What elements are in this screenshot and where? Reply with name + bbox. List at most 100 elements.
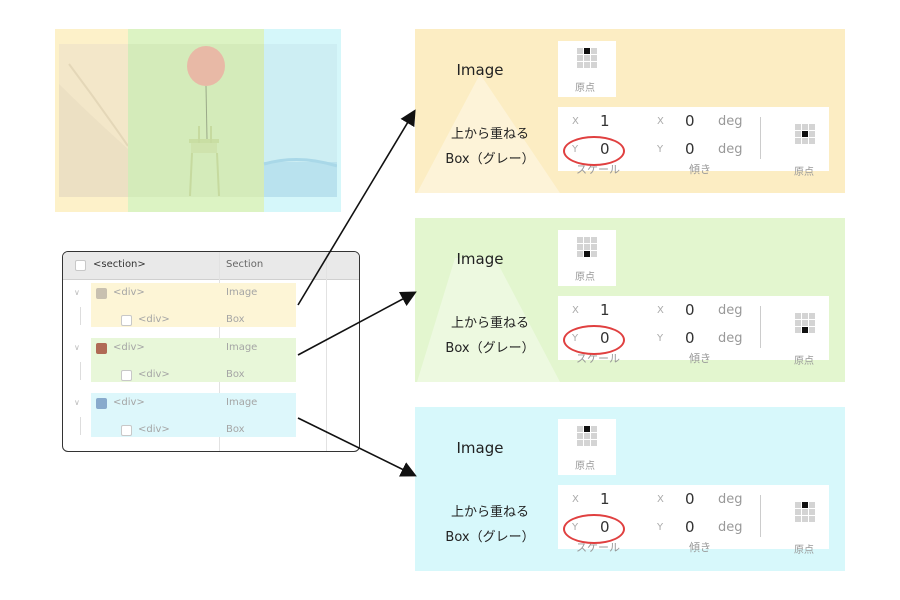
skew-y-unit: deg: [718, 520, 743, 535]
chevron-down-icon[interactable]: ∨: [74, 288, 80, 297]
scale-label: スケール: [576, 541, 620, 554]
origin-grid-cell[interactable]: [591, 55, 597, 61]
origin-grid-cell[interactable]: [591, 426, 597, 432]
origin-grid-cell[interactable]: [577, 48, 583, 54]
box-label-line1: 上から重ねる: [450, 505, 529, 520]
origin-grid-cell[interactable]: [795, 138, 801, 144]
origin-grid-cell[interactable]: [802, 124, 808, 130]
origin-grid-cell[interactable]: [591, 48, 597, 54]
origin-grid-cell[interactable]: [809, 131, 815, 137]
scale-x-value[interactable]: 1: [600, 490, 610, 508]
origin-grid-cell[interactable]: [584, 433, 590, 439]
chevron-down-icon[interactable]: ∨: [74, 398, 80, 407]
skew-y-value[interactable]: 0: [685, 140, 695, 158]
origin-grid-cell[interactable]: [802, 327, 808, 333]
scale-x-value[interactable]: 1: [600, 112, 610, 130]
origin-grid-cell[interactable]: [802, 502, 808, 508]
origin-grid-cell[interactable]: [802, 509, 808, 515]
highlight-circle: [563, 514, 625, 544]
origin-grid-cell[interactable]: [591, 440, 597, 446]
origin-grid-cell[interactable]: [809, 124, 815, 130]
card-divider: [760, 495, 761, 537]
origin-grid-icon[interactable]: [795, 313, 815, 333]
origin-grid-cell[interactable]: [577, 237, 583, 243]
origin-grid-cell[interactable]: [809, 509, 815, 515]
origin-grid-cell[interactable]: [809, 502, 815, 508]
layer-tree: <section> Section ∨ <div> Image <div> Bo…: [62, 251, 360, 452]
highlight-circle: [563, 325, 625, 355]
origin-grid-cell[interactable]: [584, 244, 590, 250]
origin-grid-cell[interactable]: [577, 244, 583, 250]
card-divider: [760, 117, 761, 159]
origin-label: 原点: [575, 272, 595, 283]
box-checkbox[interactable]: [121, 315, 132, 326]
section-name: <section>: [93, 259, 146, 270]
origin-grid-cell[interactable]: [802, 138, 808, 144]
skew-x-value[interactable]: 0: [685, 301, 695, 319]
section-checkbox[interactable]: [75, 260, 86, 271]
origin-grid-cell[interactable]: [584, 426, 590, 432]
origin-grid-cell[interactable]: [802, 320, 808, 326]
origin-grid-icon[interactable]: [577, 48, 597, 68]
skew-x-axis: X: [657, 116, 664, 127]
transform-panel-2: Image 上から重ねる Box（グレー） 原点 X 1 Y 0 スケール X …: [415, 218, 845, 382]
tree-item-div[interactable]: <div>: [113, 287, 145, 298]
origin-grid-cell[interactable]: [809, 138, 815, 144]
origin-grid-cell[interactable]: [795, 320, 801, 326]
skew-y-axis: Y: [657, 333, 664, 344]
origin-grid-cell[interactable]: [795, 502, 801, 508]
box-checkbox[interactable]: [121, 370, 132, 381]
origin-picker-top: 原点: [558, 230, 616, 286]
box-checkbox[interactable]: [121, 425, 132, 436]
skew-y-value[interactable]: 0: [685, 329, 695, 347]
origin-grid-cell[interactable]: [591, 251, 597, 257]
origin-grid-cell[interactable]: [577, 62, 583, 68]
skew-x-value[interactable]: 0: [685, 490, 695, 508]
origin-grid-cell[interactable]: [577, 426, 583, 432]
origin-grid-cell[interactable]: [584, 48, 590, 54]
tree-item-box[interactable]: <div>: [138, 369, 170, 380]
origin-grid-cell[interactable]: [584, 251, 590, 257]
origin-grid-cell[interactable]: [591, 237, 597, 243]
origin-grid-cell[interactable]: [584, 55, 590, 61]
origin-grid-cell[interactable]: [577, 55, 583, 61]
origin-grid-cell[interactable]: [802, 313, 808, 319]
scale-x-value[interactable]: 1: [600, 301, 610, 319]
origin-grid-cell[interactable]: [577, 251, 583, 257]
origin-grid-cell[interactable]: [809, 516, 815, 522]
origin-grid-cell[interactable]: [809, 327, 815, 333]
image-thumb-icon: [96, 343, 107, 354]
tree-item-div[interactable]: <div>: [113, 342, 145, 353]
origin-grid-cell[interactable]: [584, 440, 590, 446]
tree-item-box[interactable]: <div>: [138, 314, 170, 325]
origin-grid-cell[interactable]: [809, 313, 815, 319]
tree-guide-line: [80, 307, 81, 325]
skew-y-value[interactable]: 0: [685, 518, 695, 536]
origin-grid-cell[interactable]: [591, 62, 597, 68]
origin-grid-cell[interactable]: [795, 509, 801, 515]
origin-grid-cell[interactable]: [795, 124, 801, 130]
skew-x-value[interactable]: 0: [685, 112, 695, 130]
origin-grid-cell[interactable]: [591, 433, 597, 439]
origin-grid-cell[interactable]: [584, 62, 590, 68]
origin-grid-cell[interactable]: [809, 320, 815, 326]
origin-grid-icon[interactable]: [795, 124, 815, 144]
origin-grid-cell[interactable]: [577, 440, 583, 446]
tree-item-box[interactable]: <div>: [138, 424, 170, 435]
origin-grid-cell[interactable]: [584, 237, 590, 243]
origin-grid-cell[interactable]: [802, 131, 808, 137]
origin-grid-cell[interactable]: [795, 327, 801, 333]
skew-x-unit: deg: [718, 114, 743, 129]
origin-grid-cell[interactable]: [802, 516, 808, 522]
origin-grid-cell[interactable]: [795, 313, 801, 319]
origin-grid-icon[interactable]: [795, 502, 815, 522]
origin-grid-cell[interactable]: [591, 244, 597, 250]
origin-grid-cell[interactable]: [795, 516, 801, 522]
origin-grid-cell[interactable]: [795, 131, 801, 137]
origin-grid-cell[interactable]: [577, 433, 583, 439]
chevron-down-icon[interactable]: ∨: [74, 343, 80, 352]
origin-grid-icon[interactable]: [577, 237, 597, 257]
tree-item-div[interactable]: <div>: [113, 397, 145, 408]
box-label: 上から重ねる Box（グレー）: [435, 500, 545, 550]
origin-grid-icon[interactable]: [577, 426, 597, 446]
